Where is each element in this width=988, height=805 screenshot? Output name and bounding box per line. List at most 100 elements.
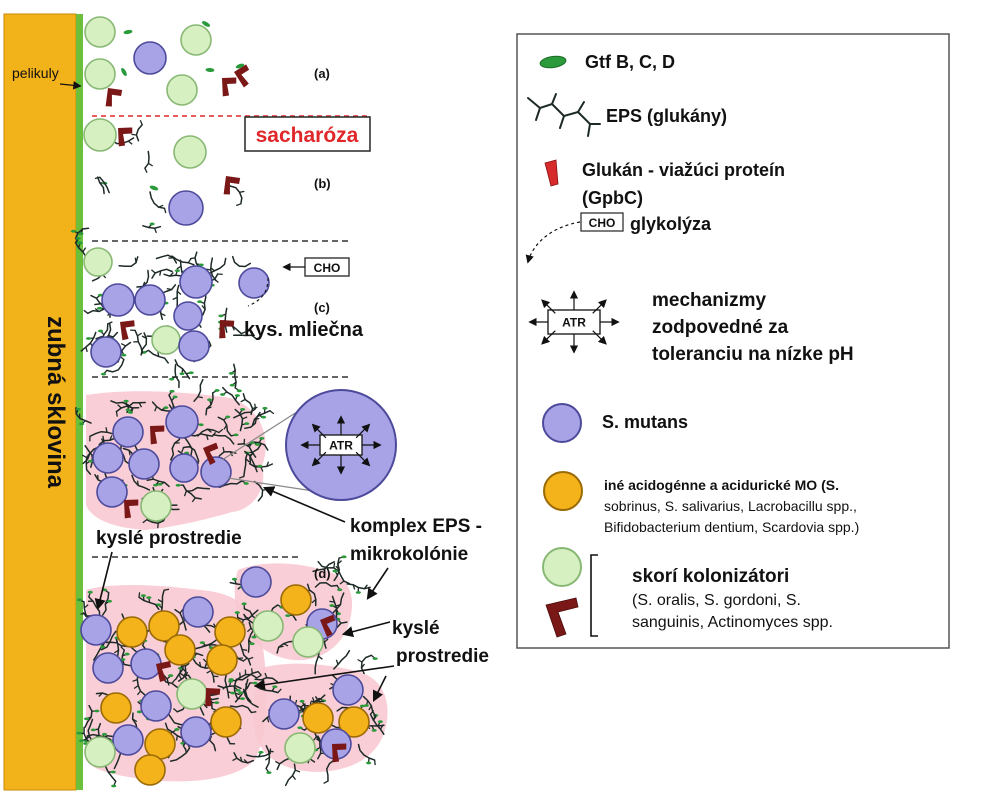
- eps-branch: [108, 322, 113, 324]
- eps-branch: [128, 141, 132, 144]
- atr-label: ATR: [329, 438, 353, 452]
- glucan-binding-protein: [219, 75, 237, 98]
- early-colonizer-cell: [181, 25, 211, 55]
- smutans-cell: [81, 615, 111, 645]
- gtf-enzyme: [77, 242, 82, 245]
- early-colonizer-cell: [85, 17, 115, 47]
- gtf-enzyme: [98, 330, 103, 333]
- eps-branch: [159, 205, 164, 207]
- gtf-enzyme: [169, 390, 174, 393]
- smutans-cell: [180, 266, 212, 298]
- smutans-icon: [543, 404, 581, 442]
- eps-branch: [121, 344, 125, 346]
- gtf-enzyme: [121, 354, 126, 357]
- gtf-enzyme: [189, 371, 194, 374]
- eps-branch: [330, 601, 335, 602]
- legend-atr-desc-3: toleranciu na nízke pH: [652, 344, 854, 365]
- acidogenic-cell: [211, 707, 241, 737]
- gtf-enzyme: [141, 594, 146, 597]
- gtf-enzyme: [244, 482, 249, 485]
- eps-branch: [252, 668, 253, 673]
- smutans-cell: [269, 699, 299, 729]
- gtf-enzyme: [257, 465, 262, 468]
- gtf-enzyme: [233, 433, 238, 436]
- gtf-enzyme: [179, 372, 184, 375]
- eps-branch: [129, 450, 130, 455]
- smutans-cell: [169, 191, 203, 225]
- eps-complex-label-1: komplex EPS -: [350, 516, 482, 537]
- eps-branch: [86, 347, 87, 352]
- gtf-enzyme: [297, 726, 302, 729]
- smutans-cell: [113, 725, 143, 755]
- gtf-enzyme: [235, 611, 240, 614]
- eps-branch: [188, 259, 191, 263]
- gtf-enzyme: [238, 691, 243, 694]
- gtf-enzyme: [100, 646, 105, 649]
- gtf-enzyme: [205, 68, 214, 73]
- legend-atr-desc-2: zodpovedné za: [652, 317, 789, 338]
- eps-branch: [155, 228, 157, 233]
- eps-branch: [167, 289, 172, 290]
- eps-strand: [152, 269, 172, 278]
- gtf-enzyme: [262, 407, 267, 410]
- smutans-cell: [91, 337, 121, 367]
- legend-glycolysis: glykolýza: [630, 214, 712, 234]
- legend-other-1: iné acidogénne a acidurické MO (S.: [604, 477, 839, 493]
- early-colonizer-cell: [177, 679, 207, 709]
- gtf-enzyme: [266, 771, 271, 774]
- eps-branch: [240, 191, 245, 192]
- eps-branch: [138, 481, 139, 486]
- eps-branch: [253, 407, 258, 408]
- gtf-enzyme: [259, 437, 264, 440]
- eps-branch: [177, 736, 178, 741]
- atr-zoom-group: ATR: [302, 417, 380, 473]
- smutans-cell: [93, 443, 123, 473]
- smutans-cell: [183, 597, 213, 627]
- eps-branch: [132, 134, 137, 135]
- pellicle-layer: [76, 14, 83, 790]
- eps-branch: [138, 333, 142, 336]
- eps-strand: [233, 257, 251, 267]
- gtf-enzyme: [76, 237, 81, 240]
- eps-strand: [175, 365, 179, 388]
- pellicle-label: pelikuly: [12, 65, 59, 81]
- gtf-enzyme: [94, 710, 99, 713]
- gtf-enzyme: [341, 555, 346, 558]
- acidogenic-icon: [544, 472, 582, 510]
- smutans-cell: [166, 406, 198, 438]
- gtf-enzyme: [78, 232, 83, 235]
- legend-box: [517, 34, 949, 648]
- gtf-enzyme: [235, 394, 240, 397]
- eps-strand: [145, 152, 149, 169]
- gtf-enzyme: [230, 692, 235, 695]
- gtf-enzyme: [198, 423, 203, 426]
- gtf-enzyme: [250, 642, 255, 645]
- acidogenic-cell: [101, 693, 131, 723]
- eps-strand: [143, 226, 161, 228]
- legend-gbp-2: (GpbC): [582, 188, 643, 208]
- gtf-enzyme: [123, 29, 133, 35]
- gtf-enzyme: [207, 398, 212, 401]
- gtf-enzyme: [146, 596, 151, 599]
- acidogenic-cell: [303, 703, 333, 733]
- early-colonizer-cell: [85, 59, 115, 89]
- acidic-env-label-2a: kyslé: [392, 618, 440, 639]
- eps-branch: [324, 781, 328, 783]
- gtf-enzyme: [111, 771, 116, 774]
- pointer-arrow: [344, 622, 390, 634]
- gtf-enzyme: [255, 443, 260, 446]
- gtf-enzyme: [107, 600, 112, 603]
- smutans-cell: [113, 417, 143, 447]
- eps-branch: [149, 163, 153, 166]
- eps-branch: [151, 270, 155, 273]
- eps-branch: [135, 258, 136, 263]
- gtf-enzyme: [172, 396, 177, 399]
- gtf-enzyme: [225, 416, 230, 419]
- legend-other-2: sobrinus, S. salivarius, Lacrobacillu sp…: [604, 498, 857, 514]
- legend-early-title: skorí kolonizátori: [632, 566, 789, 587]
- smutans-cell: [97, 477, 127, 507]
- gtf-enzyme: [242, 602, 247, 605]
- enamel-label: zubná sklovina: [42, 316, 69, 489]
- gtf-enzyme: [175, 269, 180, 272]
- gtf-enzyme: [123, 400, 128, 403]
